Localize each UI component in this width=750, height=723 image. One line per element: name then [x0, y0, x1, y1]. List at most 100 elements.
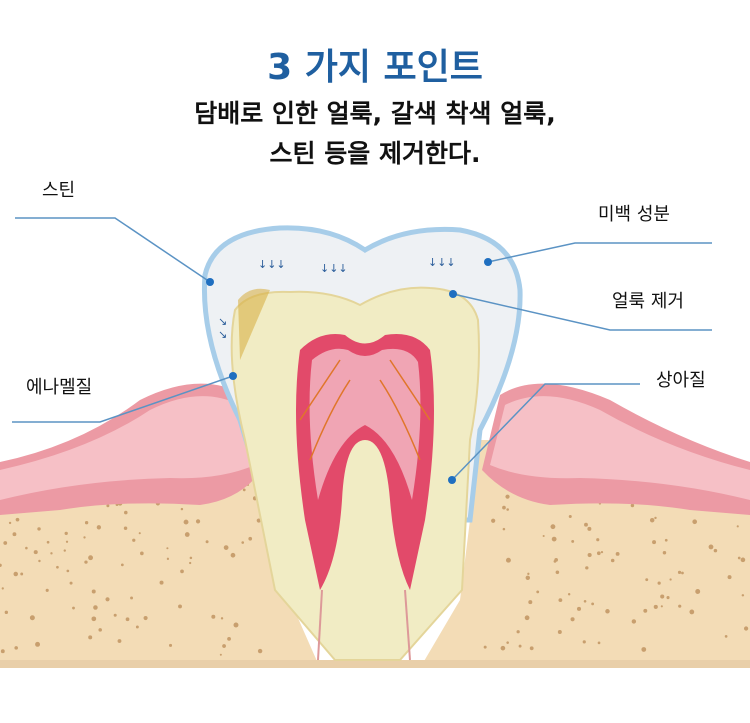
bone-pore: [106, 504, 110, 508]
bone-pore: [143, 615, 148, 621]
bone-pore: [743, 626, 749, 631]
marker-dot-enamel: [229, 372, 237, 380]
bone-pore: [33, 550, 38, 555]
bone-pore: [654, 516, 657, 520]
bone-pore: [168, 643, 173, 647]
bone-pore: [689, 609, 695, 615]
bone-pore: [536, 590, 540, 594]
bone-pore: [587, 552, 592, 558]
bone-pore: [138, 532, 141, 535]
bone-pore: [14, 646, 18, 650]
bone-pore: [105, 597, 110, 602]
leader-line-dentin: [451, 383, 640, 481]
label-enamel: 에나멜질: [26, 377, 93, 398]
bone-pore: [630, 503, 635, 508]
bone-pore: [597, 641, 601, 645]
bone-pore: [0, 649, 5, 654]
bone-pore: [88, 635, 93, 640]
bone-pore: [567, 593, 571, 596]
bone-pore: [159, 580, 164, 585]
bone-pore: [4, 610, 9, 615]
bone-pore: [582, 640, 586, 644]
bone-pore: [518, 644, 522, 648]
bone-pore: [550, 524, 556, 530]
svg-text:↓↓↓: ↓↓↓: [320, 262, 348, 275]
bone-pore: [664, 538, 668, 542]
bone-pore: [737, 556, 741, 560]
bottom-band: [0, 660, 750, 668]
bone-pore: [56, 565, 59, 569]
svg-text:↓↓↓: ↓↓↓: [428, 256, 456, 269]
bone-pore: [15, 517, 20, 522]
bone-pore: [184, 532, 190, 537]
svg-text:↓↓↓: ↓↓↓: [258, 258, 286, 271]
bone-pore: [666, 596, 670, 600]
bone-pore: [568, 515, 572, 519]
bone-pore: [135, 625, 139, 629]
bone-pore: [615, 551, 620, 556]
bone-pore: [72, 606, 75, 610]
pulp-inner: [309, 348, 421, 500]
bone-pore: [69, 581, 73, 585]
bone-pore: [65, 540, 69, 543]
marker-dot-dentin: [448, 476, 456, 484]
label-stain: 스틴: [42, 180, 76, 201]
bone-pore: [500, 645, 506, 651]
subtitle-line-1: 담배로 인한 얼룩, 갈색 착색 얼룩,: [194, 99, 556, 128]
bone-pore: [38, 559, 41, 563]
bone-pore: [553, 559, 557, 563]
bone-pore: [502, 505, 506, 510]
bone-pore: [596, 538, 600, 542]
bone-pore: [211, 614, 216, 619]
bone-pore: [587, 526, 592, 531]
bone-pore: [37, 527, 41, 531]
bone-pore: [166, 557, 170, 560]
bone-pore: [741, 594, 745, 597]
bone-pore: [98, 628, 102, 632]
root-canal-right: [404, 589, 411, 661]
bone-pore: [695, 589, 701, 594]
bone-pore: [652, 540, 657, 545]
bone-pore: [505, 494, 510, 499]
bone-pore: [708, 544, 714, 550]
bone-pore: [505, 557, 511, 563]
bone-pore: [248, 536, 253, 541]
leader-line-stain: [15, 217, 211, 283]
bone-pore: [570, 617, 575, 622]
subtitle-line-2: 스틴 등을 제거한다.: [269, 139, 481, 168]
bone-pore: [1, 587, 4, 590]
bone-pore: [66, 569, 70, 573]
label-stain-removal: 얼룩 제거: [612, 291, 684, 312]
bone-pore: [740, 557, 746, 563]
stain-deposit: [238, 288, 270, 360]
bone-pore: [649, 517, 655, 523]
bone-pore: [524, 615, 530, 621]
bone-pore: [124, 510, 128, 515]
bone-pore: [660, 605, 663, 608]
bone-pore: [222, 644, 226, 648]
bone-pore: [736, 525, 739, 528]
bone-pore: [727, 575, 732, 580]
bone-pore: [660, 594, 665, 599]
bone-pore: [83, 536, 86, 539]
marker-dot-stain-removal: [449, 290, 457, 298]
bone-pore: [653, 604, 658, 609]
bone-pore: [657, 581, 661, 585]
bone-pore: [3, 541, 8, 545]
bone-pore: [596, 551, 601, 556]
bone-pore: [35, 641, 41, 647]
bone-pore: [178, 604, 182, 609]
bone-pore: [8, 521, 12, 525]
bone-pore: [91, 616, 97, 622]
bone-pore: [123, 526, 128, 530]
bone-pore: [591, 602, 595, 606]
bone-pore: [483, 645, 487, 649]
bone-pore: [576, 606, 582, 611]
bone-pore: [29, 615, 35, 621]
bone-pore: [130, 596, 133, 600]
bone-pore: [257, 648, 263, 654]
bone-pore: [529, 646, 534, 651]
bone-pore: [227, 636, 231, 641]
bone-pore: [669, 578, 672, 581]
bone-pore: [527, 572, 530, 575]
